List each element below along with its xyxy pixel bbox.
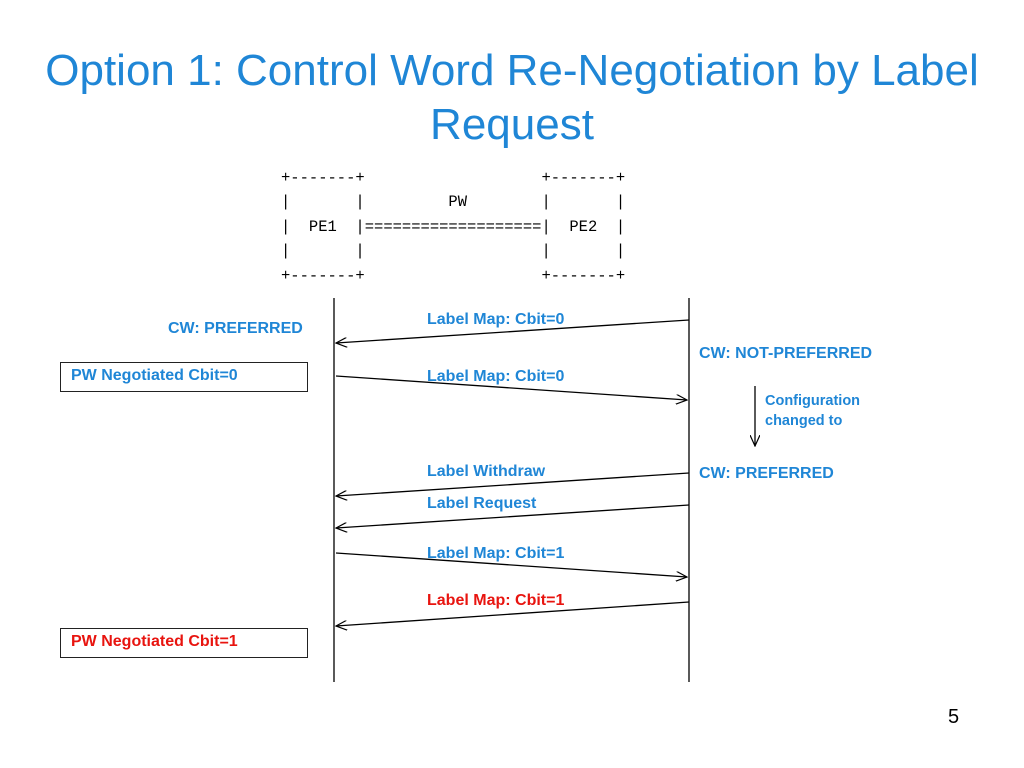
message-label: Label Map: Cbit=0 [427, 311, 565, 328]
message-arrow [336, 319, 690, 343]
message-label: Label Request [427, 495, 537, 512]
pe-topology-diagram: +-------+ +-------+ | | PW | | | PE1 |==… [281, 169, 626, 285]
pe1-cw-state: CW: PREFERRED [168, 320, 303, 337]
negotiated-cbit0-box: PW Negotiated Cbit=0 [60, 362, 308, 392]
message-label: Label Map: Cbit=0 [427, 368, 565, 385]
message-label: Label Withdraw [427, 463, 546, 480]
message-arrow [336, 601, 690, 626]
message-arrow [336, 504, 690, 528]
negotiated-cbit1-box: PW Negotiated Cbit=1 [60, 628, 308, 658]
message-arrow [336, 472, 690, 496]
slide-title: Option 1: Control Word Re-Negotiation by… [45, 46, 979, 149]
pe2-cw-new-state: CW: PREFERRED [699, 465, 834, 482]
page-number: 5 [948, 706, 960, 728]
pe2-cw-initial-state: CW: NOT-PREFERRED [699, 345, 873, 362]
config-change-note: Configuration changed to [765, 393, 861, 429]
message-arrow [335, 552, 687, 577]
message-arrow [335, 375, 687, 400]
message-label-highlight: Label Map: Cbit=1 [427, 592, 565, 609]
message-label: Label Map: Cbit=1 [427, 545, 565, 562]
